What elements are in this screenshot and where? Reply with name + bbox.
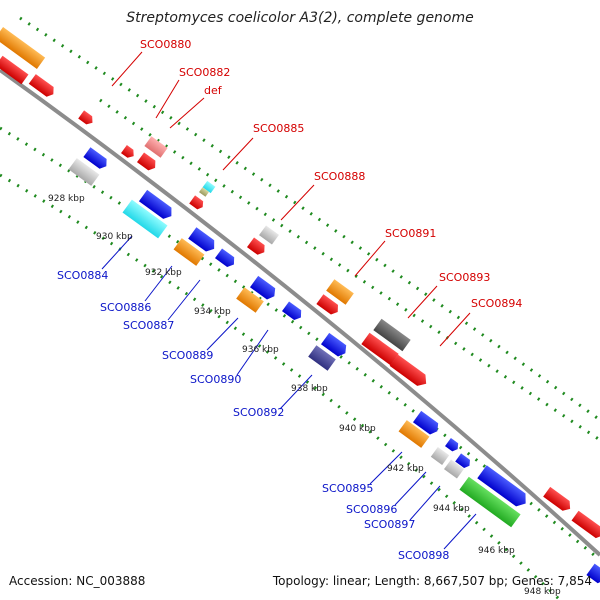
gene-block-blue-5[interactable]	[320, 332, 349, 359]
gene-block-red-2[interactable]	[28, 74, 57, 99]
gene-block-gray-1[interactable]	[68, 158, 100, 186]
gene-block-red-5[interactable]	[189, 195, 205, 211]
gene-block-def[interactable]	[121, 145, 137, 160]
gene-label-sco0896[interactable]: SCO0896	[346, 503, 397, 516]
gene-block-red-6[interactable]	[247, 237, 268, 257]
gene-label-sco0895[interactable]: SCO0895	[322, 482, 373, 495]
gene-block-sco0886[interactable]	[173, 238, 205, 266]
gene-block-sco0897[interactable]	[444, 459, 464, 479]
scale-label-944-kbp: 944 kbp	[433, 504, 470, 514]
gene-block-blue-10[interactable]	[586, 563, 600, 586]
gene-block-sco0890[interactable]	[282, 301, 304, 322]
gene-block-red-7[interactable]	[316, 294, 341, 317]
gene-block-blue-2[interactable]	[138, 189, 176, 222]
gene-label-sco0894[interactable]: SCO0894	[471, 297, 522, 310]
gene-block-sco0893[interactable]	[373, 318, 411, 352]
gene-block-sco0887[interactable]	[215, 248, 237, 269]
gene-block-sco0885[interactable]	[202, 180, 216, 194]
gene-block-sco0894[interactable]	[361, 332, 399, 366]
accession-label: Accession: NC_003888	[9, 574, 146, 588]
gene-block-sco0892[interactable]	[308, 345, 336, 371]
lower-leader-lines	[101, 235, 477, 550]
gene-block-blue-1[interactable]	[83, 147, 109, 171]
gene-block-sco0880[interactable]	[0, 27, 46, 69]
gene-block-sco0896[interactable]	[430, 447, 450, 465]
gene-block-blue-6[interactable]	[412, 410, 441, 437]
gene-label-sco0898[interactable]: SCO0898	[398, 549, 449, 562]
gene-label-sco0887[interactable]: SCO0887	[123, 319, 174, 332]
gene-block-blue-7[interactable]	[445, 438, 461, 453]
gene-block-blue-9[interactable]	[477, 465, 530, 510]
gene-block-red-9[interactable]	[543, 486, 574, 514]
scale-label-948-kbp: 948 kbp	[524, 587, 561, 597]
gene-block-sco0898[interactable]	[459, 476, 521, 528]
scale-label-938-kbp: 938 kbp	[291, 384, 328, 394]
scale-label-936-kbp: 936 kbp	[242, 345, 279, 355]
scale-label-942-kbp: 942 kbp	[387, 464, 424, 474]
gene-label-sco0891[interactable]: SCO0891	[385, 227, 436, 240]
gene-label-sco0888[interactable]: SCO0888	[314, 170, 365, 183]
gene-block-sco0882[interactable]	[144, 136, 168, 158]
gene-label-sco0890[interactable]: SCO0890	[190, 373, 241, 386]
gene-label-sco0882[interactable]: SCO0882	[179, 66, 230, 79]
lower-outer-track	[0, 173, 562, 600]
gene-label-sco0893[interactable]: SCO0893	[439, 271, 490, 284]
upper-outer-track	[19, 16, 600, 422]
genome-backbone	[0, 68, 600, 557]
gene-label-sco0884[interactable]: SCO0884	[57, 269, 108, 282]
scale-label-934-kbp: 934 kbp	[194, 307, 231, 317]
gene-block-blue-3[interactable]	[188, 227, 218, 254]
gene-label-sco0885[interactable]: SCO0885	[253, 122, 304, 135]
gene-label-def[interactable]: def	[204, 84, 223, 97]
scale-label-928-kbp: 928 kbp	[48, 194, 85, 204]
scale-label-930-kbp: 930 kbp	[96, 232, 133, 242]
gene-block-blue-8[interactable]	[455, 453, 472, 469]
gene-label-sco0886[interactable]: SCO0886	[100, 301, 151, 314]
gene-block-red-4[interactable]	[137, 152, 159, 172]
gene-label-sco0889[interactable]: SCO0889	[162, 349, 213, 362]
gene-block-olive[interactable]	[199, 187, 209, 197]
scale-labels: 928 kbp 930 kbp 932 kbp 934 kbp 936 kbp 938 k…	[48, 194, 561, 597]
gene-block-red-3[interactable]	[78, 110, 95, 126]
gene-block-sco0884[interactable]	[122, 199, 168, 239]
genome-summary: Topology: linear; Length: 8,667,507 bp; …	[272, 574, 592, 588]
upper-inner-track	[99, 98, 600, 442]
lower-gene-features	[68, 147, 600, 586]
gene-block-sco0895[interactable]	[398, 420, 430, 448]
gene-label-sco0892[interactable]: SCO0892	[233, 406, 284, 419]
gene-label-sco0897[interactable]: SCO0897	[364, 518, 415, 531]
gene-block-sco0889[interactable]	[236, 287, 264, 313]
upper-gene-features	[0, 27, 600, 541]
gene-block-red-10[interactable]	[571, 510, 600, 541]
gene-block-red-1[interactable]	[0, 55, 29, 85]
gene-label-sco0880[interactable]: SCO0880	[140, 38, 191, 51]
genome-title: Streptomyces coelicolor A3(2), complete …	[126, 10, 474, 26]
gene-block-blue-4[interactable]	[249, 275, 278, 302]
gene-block-sco0891[interactable]	[326, 279, 354, 305]
scale-label-940-kbp: 940 kbp	[339, 424, 376, 434]
lower-gene-labels: SCO0884SCO0886SCO0887SCO0889SCO0890SCO08…	[57, 269, 449, 562]
scale-label-946-kbp: 946 kbp	[478, 546, 515, 556]
gene-block-red-8[interactable]	[389, 354, 431, 390]
scale-label-932-kbp: 932 kbp	[145, 268, 182, 278]
upper-leader-lines	[111, 51, 471, 347]
gene-block-sco0888[interactable]	[259, 225, 279, 245]
